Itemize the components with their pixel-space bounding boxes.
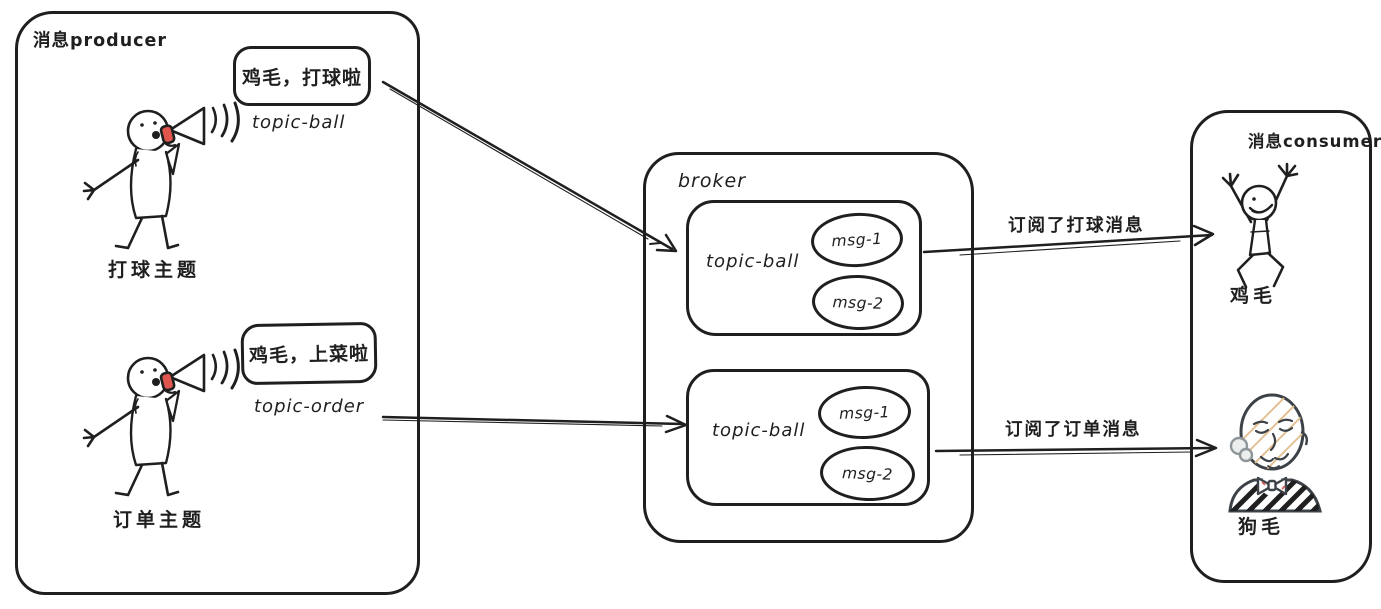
broker-topic-1-name: topic-ball (706, 251, 800, 272)
broker-topic-2-name: topic-ball (712, 420, 806, 441)
consumer-title: 消息consumer (1248, 132, 1381, 151)
msg-text: msg-1 (838, 402, 891, 423)
msg-text: msg-2 (841, 463, 894, 484)
consumer-name-1: 鸡毛 (1230, 285, 1277, 307)
arrow-order-to-broker (381, 415, 685, 426)
topic-order-label: topic-order (254, 396, 365, 417)
producer-title: 消息producer (33, 31, 168, 51)
speech-bubble-ball-text: 鸡毛，打球啦 (241, 66, 362, 89)
consumer-name-2: 狗毛 (1238, 516, 1285, 538)
order-topic-caption: 订单主题 (113, 509, 206, 531)
subscribe-order-label: 订阅了订单消息 (1005, 420, 1142, 440)
speech-bubble-order: 鸡毛，上菜啦 (240, 321, 378, 386)
ball-topic-caption: 打球主题 (108, 259, 201, 281)
speech-bubble-order-text: 鸡毛，上菜啦 (248, 342, 370, 368)
broker-title: broker (678, 170, 747, 192)
subscribe-ball-label: 订阅了打球消息 (1008, 216, 1145, 236)
arrow-broker-to-goumao (934, 446, 1216, 453)
topic-ball-label: topic-ball (252, 112, 346, 133)
msg-text: msg-1 (831, 229, 883, 251)
speech-bubble-ball: 鸡毛，打球啦 (233, 46, 371, 106)
producer-box (15, 11, 420, 595)
msg-text: msg-2 (832, 292, 884, 313)
arrow-ball-to-broker (381, 80, 674, 251)
